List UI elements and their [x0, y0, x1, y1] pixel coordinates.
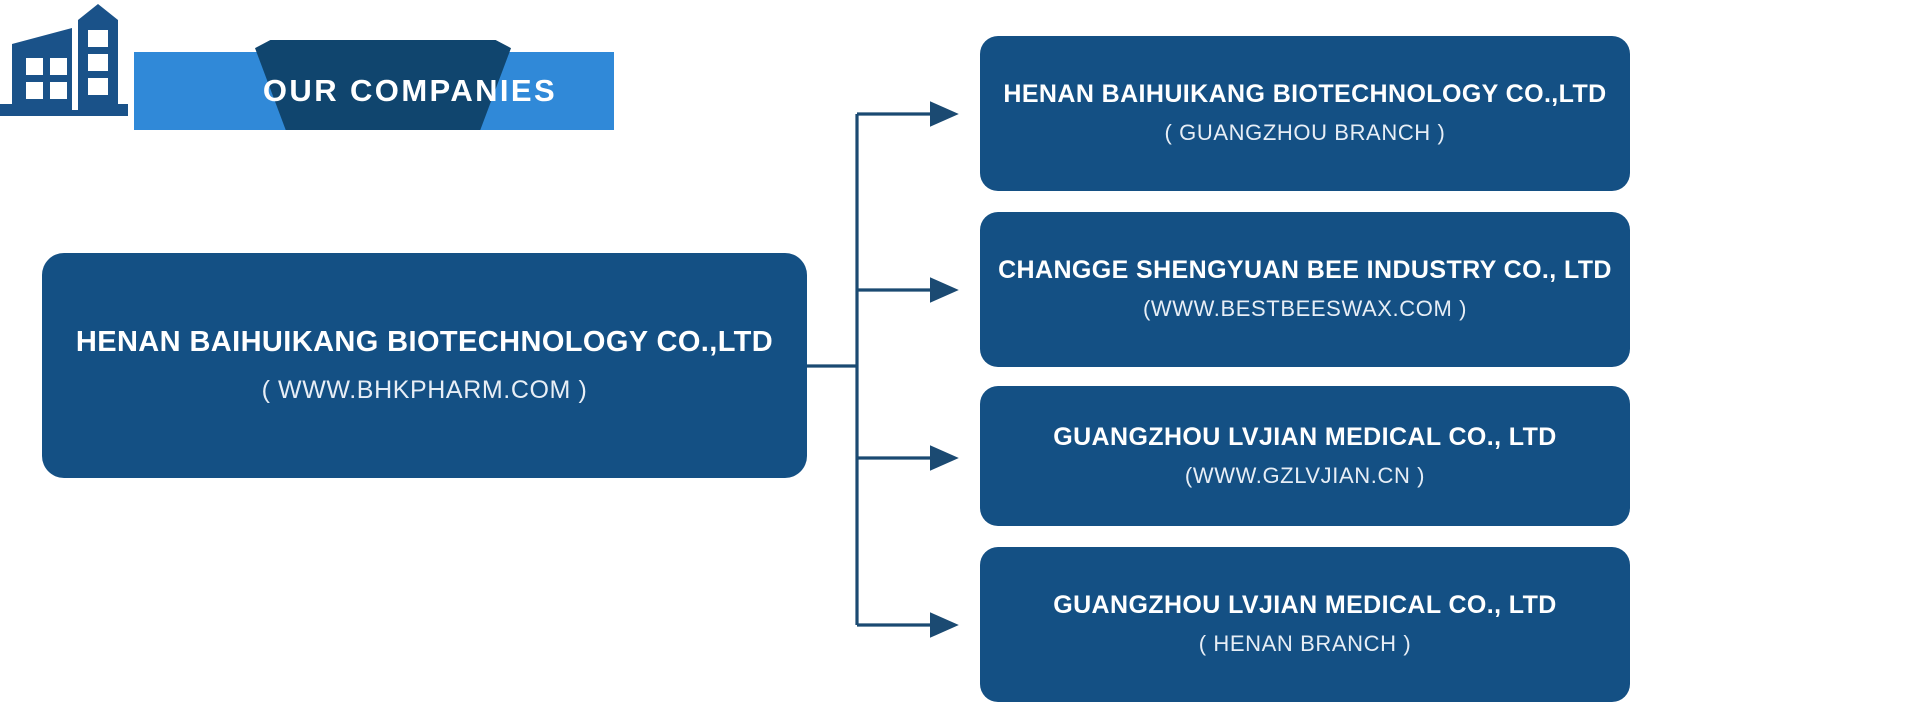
subsidiary-subtitle-1: ( GUANGZHOU BRANCH ) — [1164, 120, 1446, 146]
parent-company-title: HENAN BAIHUIKANG BIOTECHNOLOGY CO.,LTD — [75, 325, 774, 358]
section-banner-ribbon — [255, 40, 511, 130]
subsidiary-subtitle-3: (WWW.GZLVJIAN.CN ) — [1184, 462, 1426, 488]
parent-company-website: ( WWW.BHKPHARM.COM ) — [261, 375, 588, 404]
subsidiary-title-3: GUANGZHOU LVJIAN MEDICAL CO., LTD — [1053, 422, 1557, 451]
section-title: OUR COMPANIES — [262, 73, 558, 108]
subsidiary-node-2[interactable]: CHANGGE SHENGYUAN BEE INDUSTRY CO., LTD … — [980, 212, 1630, 367]
subsidiary-subtitle-2: (WWW.BESTBEESWAX.COM ) — [1142, 296, 1468, 322]
subsidiary-title-1: HENAN BAIHUIKANG BIOTECHNOLOGY CO.,LTD — [1003, 80, 1607, 109]
office-building-icon — [0, 0, 130, 122]
subsidiary-node-1[interactable]: HENAN BAIHUIKANG BIOTECHNOLOGY CO.,LTD (… — [980, 36, 1630, 191]
subsidiary-node-3[interactable]: GUANGZHOU LVJIAN MEDICAL CO., LTD (WWW.G… — [980, 386, 1630, 526]
parent-company-node[interactable]: HENAN BAIHUIKANG BIOTECHNOLOGY CO.,LTD (… — [42, 253, 807, 478]
subsidiary-node-4[interactable]: GUANGZHOU LVJIAN MEDICAL CO., LTD ( HENA… — [980, 547, 1630, 702]
subsidiary-title-4: GUANGZHOU LVJIAN MEDICAL CO., LTD — [1053, 591, 1557, 620]
subsidiary-title-2: CHANGGE SHENGYUAN BEE INDUSTRY CO., LTD — [998, 256, 1612, 285]
subsidiary-subtitle-4: ( HENAN BRANCH ) — [1198, 631, 1412, 657]
